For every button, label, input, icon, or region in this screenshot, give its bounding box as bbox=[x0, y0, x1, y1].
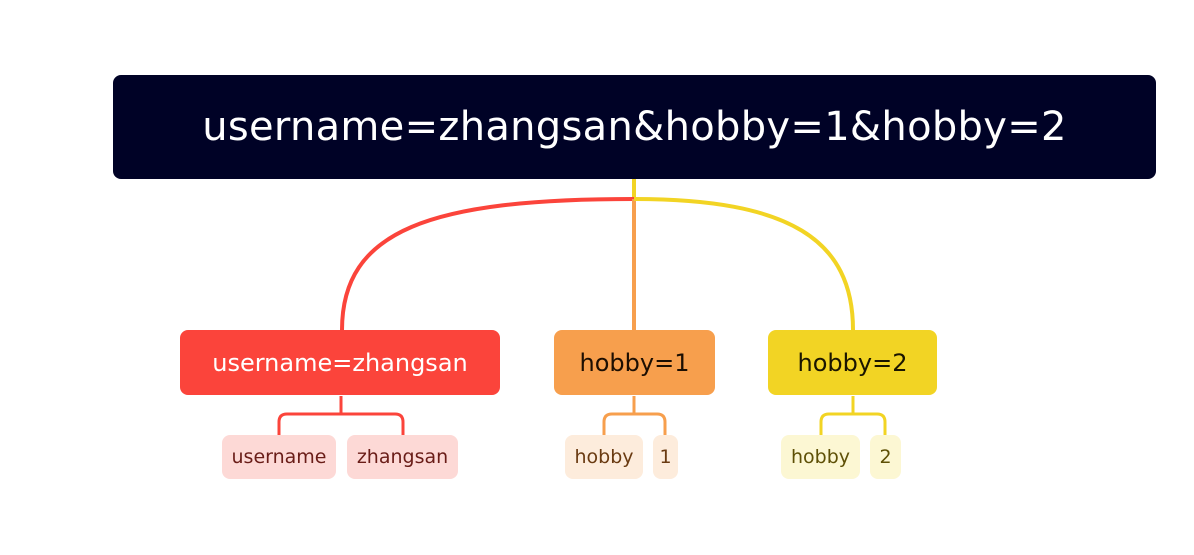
branch-node-hobby-2[interactable]: hobby=2 bbox=[768, 330, 937, 395]
leaf-node-zhangsan[interactable]: zhangsan bbox=[347, 435, 458, 479]
branch-node-username-zhangsan[interactable]: username=zhangsan bbox=[180, 330, 500, 395]
connector-username-zhangsan-leaves bbox=[277, 396, 405, 436]
connector-root-to-username-zhangsan bbox=[340, 197, 635, 331]
connector-hobby-2-leaves bbox=[819, 396, 887, 436]
branch-node-hobby-1[interactable]: hobby=1 bbox=[554, 330, 715, 395]
leaf-node-hobby-a[interactable]: hobby bbox=[565, 435, 643, 479]
connector-hobby-1-leaves bbox=[602, 396, 667, 436]
leaf-node-username[interactable]: username bbox=[222, 435, 336, 479]
leaf-node-2[interactable]: 2 bbox=[870, 435, 901, 479]
leaf-node-1[interactable]: 1 bbox=[653, 435, 678, 479]
connector-root-to-hobby-2 bbox=[633, 197, 855, 331]
leaf-node-hobby-b[interactable]: hobby bbox=[781, 435, 860, 479]
root-node[interactable]: username=zhangsan&hobby=1&hobby=2 bbox=[113, 75, 1156, 179]
